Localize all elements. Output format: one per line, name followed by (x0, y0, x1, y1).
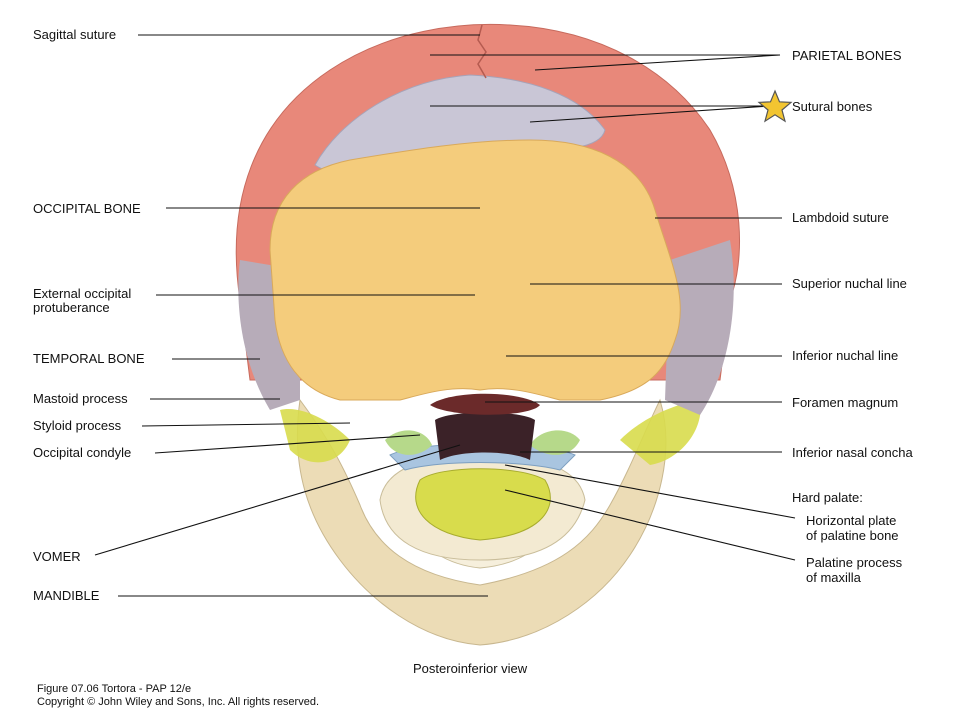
view-caption: Posteroinferior view (413, 661, 528, 676)
label-foramen-magnum: Foramen magnum (792, 395, 898, 410)
label-external-occipital-protuberance-2: protuberance (33, 300, 110, 315)
labels-left: Sagittal suture OCCIPITAL BONE External … (33, 27, 145, 603)
palatine-process (415, 468, 551, 541)
label-inferior-nasal-concha: Inferior nasal concha (792, 445, 913, 460)
label-styloid-process: Styloid process (33, 418, 122, 433)
label-lambdoid-suture: Lambdoid suture (792, 210, 889, 225)
label-horizontal-plate-2: of palatine bone (806, 528, 899, 543)
label-palatine-process-1: Palatine process (806, 555, 903, 570)
label-hard-palate: Hard palate: (792, 490, 863, 505)
labels-right: PARIETAL BONES Sutural bones Lambdoid su… (792, 48, 913, 585)
label-inferior-nuchal-line: Inferior nuchal line (792, 348, 898, 363)
nasal-cavity (435, 412, 535, 460)
label-palatine-process-2: of maxilla (806, 570, 862, 585)
copyright-notice: Copyright © John Wiley and Sons, Inc. Al… (37, 696, 319, 708)
nasal-concha-right (530, 430, 580, 455)
label-mandible: MANDIBLE (33, 588, 100, 603)
leader-lines (94, 34, 796, 597)
label-superior-nuchal-line: Superior nuchal line (792, 276, 907, 291)
figure-id: Figure 07.06 Tortora - PAP 12/e (37, 683, 191, 695)
label-vomer: VOMER (33, 549, 81, 564)
skull-illustration (235, 23, 740, 646)
foramen-magnum (430, 393, 540, 415)
label-occipital-condyle: Occipital condyle (33, 445, 131, 460)
maxilla-right (620, 400, 701, 465)
label-horizontal-plate-1: Horizontal plate (806, 513, 896, 528)
label-mastoid-process: Mastoid process (33, 391, 128, 406)
label-sutural-bones: Sutural bones (792, 99, 873, 114)
label-temporal-bone: TEMPORAL BONE (33, 351, 145, 366)
label-external-occipital-protuberance-1: External occipital (33, 286, 131, 301)
label-occipital-bone: OCCIPITAL BONE (33, 201, 141, 216)
occipital-bone (269, 139, 681, 401)
maxilla-left (280, 409, 350, 463)
star-icon (757, 89, 793, 123)
label-parietal-bones: PARIETAL BONES (792, 48, 902, 63)
label-sagittal-suture: Sagittal suture (33, 27, 116, 42)
